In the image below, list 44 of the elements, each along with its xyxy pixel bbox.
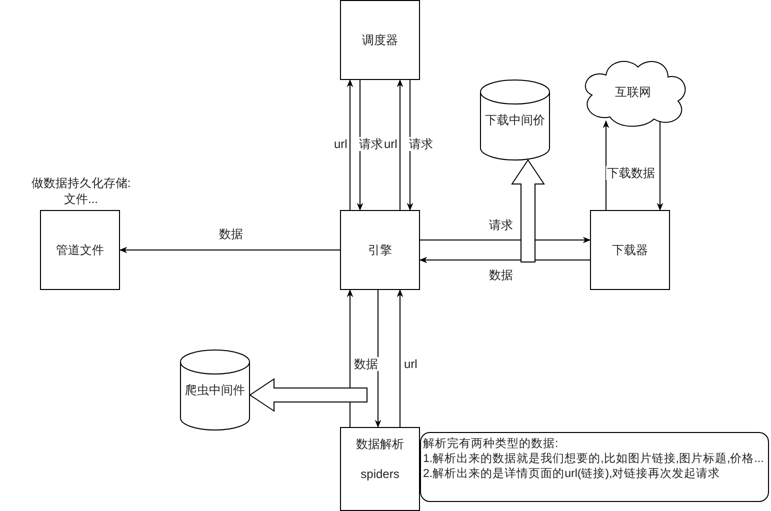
database-cylinder [180, 350, 250, 430]
edge-label: 数据 [218, 227, 244, 241]
arrow [119, 246, 340, 254]
node-label: 引擎 [368, 242, 392, 258]
note-text: 解析完有两种类型的数据: [423, 437, 558, 452]
node-label: 下载中间价 [485, 112, 545, 128]
node-label: 爬虫中间件 [185, 382, 245, 398]
edge-label: 请求 [488, 218, 514, 232]
arrow [356, 80, 364, 211]
node-label: spiders [360, 467, 400, 481]
edge-label: 数据 [488, 268, 514, 282]
node-label: 互联网 [615, 84, 651, 100]
arrow [346, 79, 354, 210]
note-text: 1.解析出来的数据就是我们想要的,比如图片链接,图片标题,价格... [423, 452, 764, 467]
node-label: 调度器 [362, 32, 398, 48]
arrow [419, 256, 590, 264]
arrow [406, 80, 414, 211]
edge-label: url [383, 137, 398, 151]
block-arrow [249, 378, 368, 412]
edge-label: 数据 [353, 357, 379, 371]
edge-label: 请求 [408, 137, 434, 151]
node-caption: 做数据持久化存储: 文件... [30, 175, 132, 207]
note-box [420, 432, 769, 502]
arrow [374, 290, 382, 428]
arrow [346, 289, 354, 428]
edge-label: url [333, 137, 348, 151]
arrow [420, 236, 591, 244]
node-label: 管道文件 [56, 242, 104, 258]
arrow [396, 289, 404, 428]
node-label: 数据解析 [356, 436, 404, 453]
process-box [340, 427, 420, 511]
note-text: 2.解析出来的是详情页面的url(链接),对链接再次发起请求 [423, 467, 720, 482]
edge-label: 下载数据 [606, 166, 656, 180]
process-box [590, 210, 670, 290]
process-box [340, 0, 420, 80]
node-label: 下载器 [612, 242, 648, 258]
arrow [602, 120, 610, 210]
edge-label: 请求 [358, 137, 384, 151]
process-box [340, 210, 420, 290]
database-cylinder [480, 80, 550, 160]
arrow [656, 120, 664, 211]
arrow [396, 79, 404, 210]
edge-label: url [403, 357, 418, 371]
block-arrow [511, 159, 545, 262]
